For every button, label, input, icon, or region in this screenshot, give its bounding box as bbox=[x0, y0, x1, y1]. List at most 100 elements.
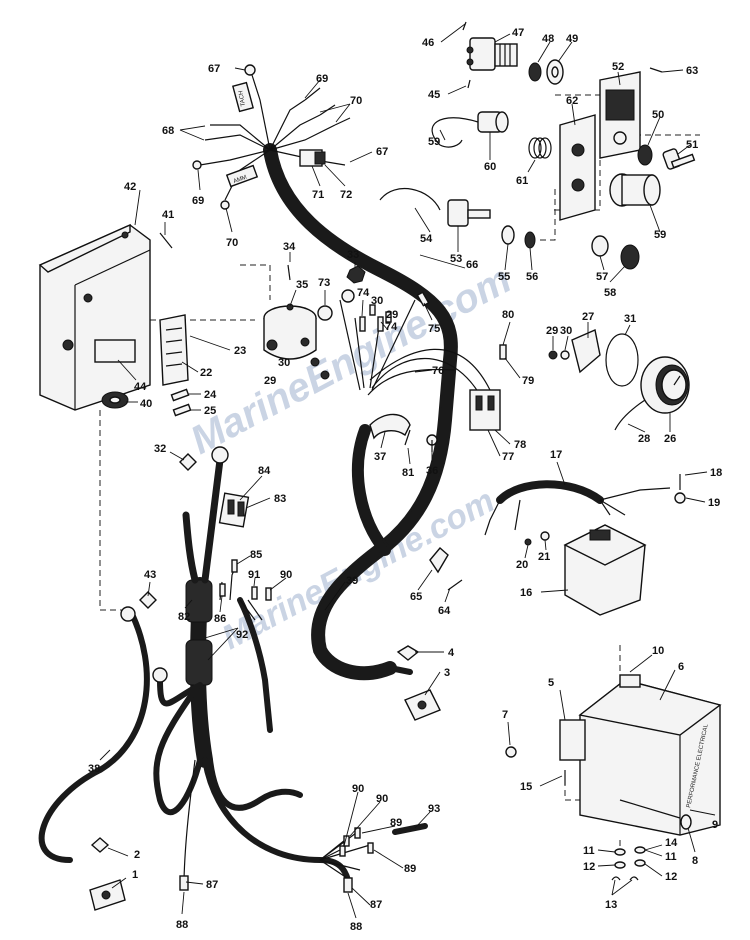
callout-81: 81 bbox=[402, 467, 414, 479]
callout-55: 55 bbox=[498, 271, 510, 283]
callout-29c: 29 bbox=[386, 309, 398, 321]
terminal-90-upper bbox=[265, 587, 272, 601]
ring-terminal-upper-harness bbox=[211, 446, 229, 464]
callout-44: 44 bbox=[134, 381, 147, 393]
callout-29b: 29 bbox=[546, 325, 558, 337]
wing-nut-4 bbox=[396, 645, 420, 661]
callout-9: 9 bbox=[712, 819, 718, 831]
callout-45: 45 bbox=[428, 89, 440, 101]
terminal-69-left bbox=[192, 160, 202, 170]
screw-46 bbox=[462, 21, 467, 31]
o-ring-31 bbox=[605, 333, 639, 387]
callout-67b: 67 bbox=[376, 146, 388, 158]
bracket-5 bbox=[559, 719, 586, 761]
watermark-text-1: MarineEngine.com bbox=[184, 257, 519, 463]
callout-87a: 87 bbox=[206, 879, 218, 891]
washer-29 bbox=[320, 370, 330, 380]
harness-branch-76 bbox=[339, 299, 491, 556]
terminal-75 bbox=[416, 291, 430, 307]
callout-43: 43 bbox=[144, 569, 156, 581]
wing-nut-2 bbox=[90, 837, 110, 853]
wing-nut-43 bbox=[139, 591, 157, 609]
callout-74b: 74 bbox=[385, 321, 398, 333]
rectifier-harness-17 bbox=[484, 480, 671, 536]
callout-36: 36 bbox=[426, 465, 438, 477]
callout-59a: 59 bbox=[428, 136, 440, 148]
wing-nut-32 bbox=[179, 453, 197, 471]
terminal-91 bbox=[251, 586, 258, 600]
callout-28: 28 bbox=[638, 433, 650, 445]
callout-74a: 74 bbox=[357, 287, 370, 299]
solenoid-35 bbox=[263, 303, 317, 360]
screw-34 bbox=[287, 264, 291, 281]
grommet-40-hole bbox=[109, 396, 121, 404]
callout-5: 5 bbox=[548, 677, 554, 689]
ring-terminal-left bbox=[152, 667, 168, 683]
nut-55 bbox=[501, 225, 515, 245]
screw-36 bbox=[426, 434, 438, 452]
switch-body-59 bbox=[609, 173, 661, 207]
spring-61 bbox=[528, 137, 552, 159]
key-51 bbox=[662, 148, 696, 170]
callout-41: 41 bbox=[162, 209, 174, 221]
amm-wire-tag bbox=[225, 164, 259, 188]
callout-67a: 67 bbox=[208, 63, 220, 75]
ring-terminal-upper bbox=[341, 289, 355, 303]
callout-49: 49 bbox=[566, 33, 578, 45]
gauge-lead-28 bbox=[614, 399, 646, 431]
callout-17: 17 bbox=[550, 449, 562, 461]
choke-switch-53 bbox=[447, 199, 491, 227]
callout-1: 1 bbox=[132, 869, 138, 881]
callout-34: 34 bbox=[283, 241, 296, 253]
terminal-29-upper bbox=[385, 311, 392, 323]
callout-35: 35 bbox=[296, 279, 308, 291]
callout-80: 80 bbox=[502, 309, 514, 321]
callout-46: 46 bbox=[422, 37, 434, 49]
callout-73: 73 bbox=[318, 277, 330, 289]
callout-86: 86 bbox=[214, 613, 226, 625]
callout-82: 82 bbox=[178, 611, 190, 623]
sleeve-57 bbox=[591, 235, 609, 257]
battery-clamp-3 bbox=[404, 689, 441, 721]
callout-40: 40 bbox=[140, 398, 152, 410]
mounting-bracket-62 bbox=[559, 114, 596, 221]
amm-tag-text: AMM bbox=[233, 175, 248, 185]
callout-89b: 89 bbox=[404, 863, 416, 875]
callout-11a: 11 bbox=[583, 845, 595, 857]
connector-block-78 bbox=[469, 389, 501, 431]
terminal-86 bbox=[219, 583, 226, 597]
callout-13: 13 bbox=[605, 899, 617, 911]
battery-cable-38 bbox=[38, 607, 150, 863]
callout-54: 54 bbox=[420, 233, 433, 245]
fuse-25 bbox=[172, 403, 192, 417]
clamp-37 bbox=[369, 413, 411, 440]
callout-27: 27 bbox=[582, 311, 594, 323]
callout-15: 15 bbox=[520, 781, 532, 793]
callout-90c: 90 bbox=[280, 569, 292, 581]
callout-20: 20 bbox=[516, 559, 528, 571]
callout-79: 79 bbox=[522, 375, 534, 387]
nut-50 bbox=[637, 144, 653, 166]
callout-4: 4 bbox=[448, 647, 455, 659]
callout-90a: 90 bbox=[352, 783, 364, 795]
ring-terminal-67 bbox=[244, 64, 256, 76]
connector-84 bbox=[227, 499, 245, 517]
callout-3: 3 bbox=[444, 667, 450, 679]
terminal-30-upper bbox=[369, 304, 376, 316]
callout-31: 31 bbox=[624, 313, 636, 325]
callout-12a: 12 bbox=[583, 861, 595, 873]
callout-14: 14 bbox=[665, 837, 678, 849]
connector-72 bbox=[314, 151, 326, 165]
callout-18: 18 bbox=[710, 467, 722, 479]
washer-49-hole bbox=[551, 66, 559, 78]
clip-65 bbox=[429, 547, 449, 574]
gauge-bracket-27 bbox=[571, 329, 601, 374]
callout-91: 91 bbox=[248, 569, 260, 581]
callout-88b: 88 bbox=[350, 921, 362, 933]
callout-59b: 59 bbox=[654, 229, 666, 241]
callout-29a: 29 bbox=[264, 375, 276, 387]
fuse-24 bbox=[170, 388, 190, 402]
screw-41 bbox=[159, 232, 173, 249]
callout-26: 26 bbox=[664, 433, 676, 445]
callout-56: 56 bbox=[526, 271, 538, 283]
